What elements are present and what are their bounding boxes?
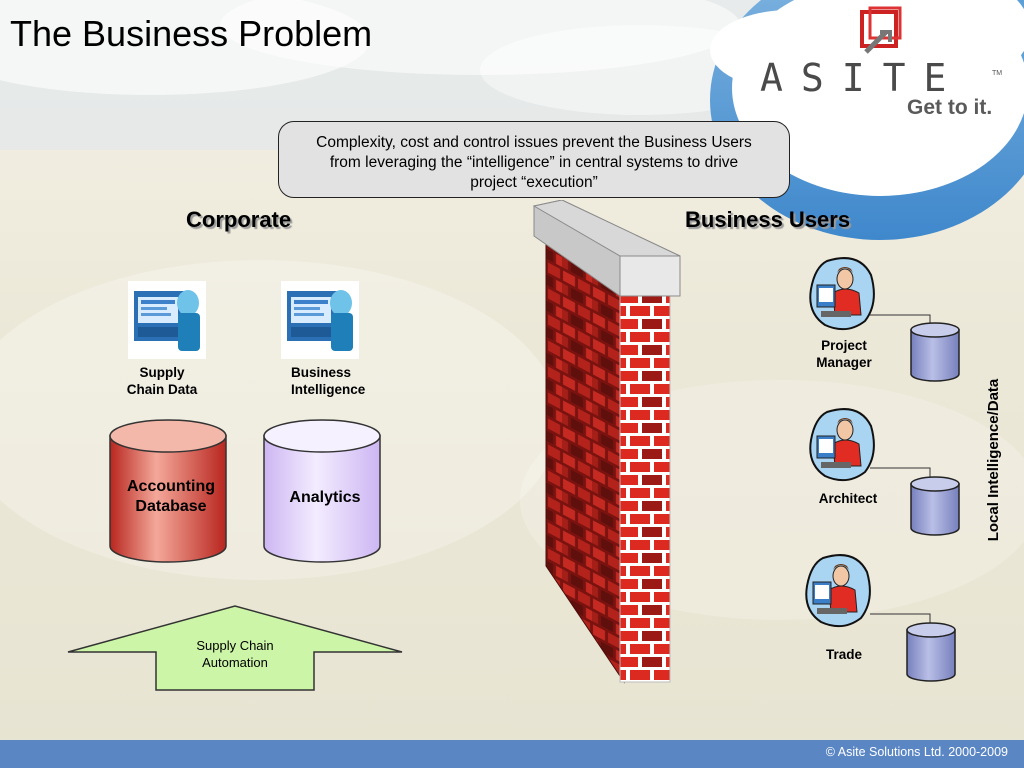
brick-wall-icon [532,200,681,684]
analytics-label: Analytics [289,489,361,506]
computer-terminal-icon [281,281,359,359]
problem-callout: Complexity, cost and control issues prev… [278,121,790,198]
architect-label: Architect [818,491,878,506]
copyright-text: © Asite Solutions Ltd. 2000-2009 [825,745,1008,759]
logo-trademark: TM [992,70,1003,77]
user-at-computer-icon [809,408,875,482]
accounting-database-cylinder [109,419,227,563]
accounting-database-label: Accounting Database [127,478,215,515]
supply-chain-data-label: Supply Chain Data [126,365,198,397]
user-at-computer-icon [809,257,875,331]
corporate-heading: Corporate [186,207,292,232]
slide-title: The Business Problem [10,13,373,54]
trade-label: Trade [825,647,863,662]
local-database-cylinder [906,622,956,682]
local-database-cylinder [910,476,960,536]
asite-cube-logo-icon [860,6,902,54]
computer-terminal-icon [128,281,206,359]
user-at-computer-icon [805,554,871,628]
analytics-database-cylinder [263,419,381,563]
supply-chain-automation-label: Supply Chain Automation [196,638,274,670]
business-intelligence-label: Business Intelligence [291,365,366,397]
project-manager-label: Project Manager [816,338,872,370]
logo-wordmark: ASITE [760,56,965,100]
logo-tagline: Get to it. [907,96,993,119]
business-users-heading: Business Users [685,207,851,232]
local-intelligence-data-text: Local Intelligence/Data [985,378,1002,542]
supply-chain-automation-arrow [67,605,403,691]
footer-bar: © Asite Solutions Ltd. 2000-2009 [0,740,1024,768]
local-database-cylinder [910,322,960,382]
local-intelligence-data-label: Local Intelligence/Data [975,365,1013,555]
